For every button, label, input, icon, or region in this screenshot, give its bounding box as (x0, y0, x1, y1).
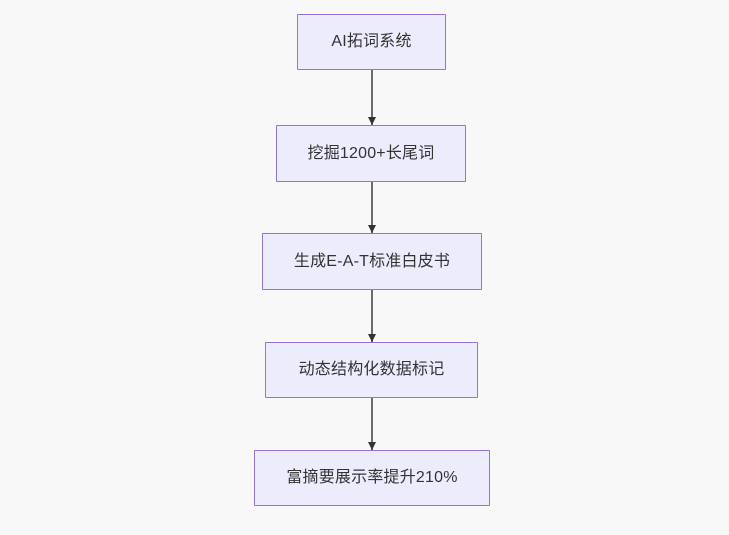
flow-node-generate-eat-whitepaper[interactable]: 生成E-A-T标准白皮书 (262, 233, 482, 290)
flow-node-label: 富摘要展示率提升210% (286, 469, 458, 487)
flow-node-mine-longtail-keywords[interactable]: 挖掘1200+长尾词 (276, 125, 466, 182)
edge-line (371, 182, 373, 233)
flow-node-dynamic-structured-data-markup[interactable]: 动态结构化数据标记 (265, 342, 478, 398)
flow-node-label: 动态结构化数据标记 (298, 361, 445, 379)
arrowhead-icon (367, 117, 376, 125)
flow-edge-3-to-4 (367, 290, 376, 342)
edge-line (371, 290, 373, 342)
arrowhead-icon (367, 334, 376, 342)
flow-node-label: AI拓词系统 (331, 33, 412, 51)
flow-edge-1-to-2 (367, 70, 376, 125)
flow-node-label: 生成E-A-T标准白皮书 (293, 252, 451, 270)
flow-edge-2-to-3 (367, 182, 376, 233)
arrowhead-icon (367, 225, 376, 233)
arrowhead-icon (367, 442, 376, 450)
flow-edge-4-to-5 (367, 398, 376, 450)
edge-line (371, 70, 373, 125)
flow-node-ai-keyword-system[interactable]: AI拓词系统 (297, 14, 446, 70)
flow-node-rich-snippet-rate-increase[interactable]: 富摘要展示率提升210% (254, 450, 490, 506)
flow-node-label: 挖掘1200+长尾词 (307, 144, 435, 162)
edge-line (371, 398, 373, 450)
